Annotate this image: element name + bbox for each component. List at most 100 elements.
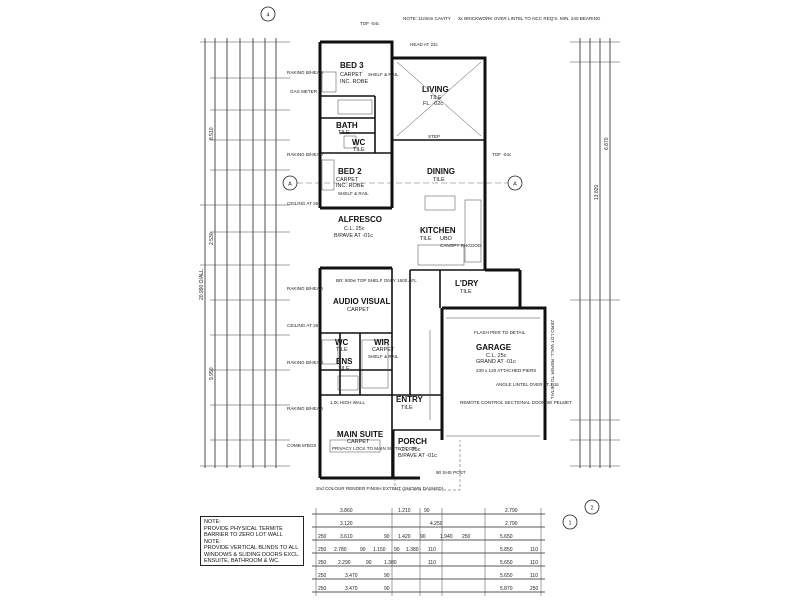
svg-text:LIVING: LIVING [422,85,449,94]
svg-text:BR: 600w TOP SHELF ONLY 1600 A: BR: 600w TOP SHELF ONLY 1600 AFL [336,278,417,283]
svg-text:250: 250 [318,534,327,540]
raking-1: RAKING B/HEAD [287,70,324,75]
note-blinds-2: WINDOWS & SLIDING DOORS EXCL. [204,551,300,558]
svg-text:2.290: 2.290 [338,560,351,566]
svg-text:SHELF & RAIL: SHELF & RAIL [368,354,399,359]
svg-text:90: 90 [384,586,390,592]
svg-text:C.L. 25c: C.L. 25c [400,447,421,453]
svg-text:BED 2: BED 2 [338,167,362,176]
svg-text:1.380: 1.380 [406,547,419,553]
svg-text:ENTRY: ENTRY [396,395,423,404]
svg-text:110: 110 [428,547,436,553]
svg-text:WC: WC [335,338,349,347]
svg-text:A: A [513,182,517,188]
svg-text:B/PAVE AT -01c: B/PAVE AT -01c [334,233,373,239]
step-label: STEP [428,134,440,139]
svg-text:3.860: 3.860 [340,508,353,514]
outer-walls [318,40,547,480]
grid-marker-2: 2 [584,499,600,515]
svg-text:ENS: ENS [336,357,353,366]
svg-text:INC. ROBE: INC. ROBE [336,183,364,189]
svg-text:WIR: WIR [374,338,390,347]
svg-text:BED 3: BED 3 [340,61,364,70]
dim-6870: 6.870 [604,137,610,150]
note-title-2: NOTE: [204,538,221,545]
room-wc-1: WC TILE [352,138,366,153]
dim-9950: 9.950 [209,367,215,380]
svg-text:110: 110 [428,560,436,566]
svg-text:1.150: 1.150 [373,547,386,553]
svg-text:2: 2 [590,506,593,512]
dim-2530: 2.530 [209,232,215,245]
svg-text:250: 250 [318,560,327,566]
svg-text:A: A [288,182,292,188]
svg-text:INC. ROBE: INC. ROBE [340,79,368,85]
svg-text:5.850: 5.850 [500,547,513,553]
svg-text:90: 90 [384,573,390,579]
note-termite-2: BARRIER TO ZERO LOT WALL [204,532,283,538]
room-bed2: BED 2 CARPET INC. ROBE SHELF & RAIL [336,167,369,196]
room-garage: FLASH PIER TO DETAIL GARAGE C.L. 25c GRA… [460,330,572,405]
svg-text:1.420: 1.420 [398,534,411,540]
svg-text:4: 4 [266,13,269,19]
svg-text:1: 1 [568,521,571,527]
svg-text:REMOTE CONTROL SECTIONAL DOOR: REMOTE CONTROL SECTIONAL DOOR W/ PELMET [460,400,572,405]
room-audio-visual: BR: 600w TOP SHELF ONLY 1600 AFL AUDIO V… [333,278,417,313]
svg-text:CARPET: CARPET [336,177,359,183]
note-blinds-3: ENSUITE, BATHROOM & WC. [204,558,280,564]
svg-text:90: 90 [394,547,400,553]
ceiling-2: CEILING AT 26c [287,323,321,328]
fixtures [321,61,540,491]
svg-text:3.120: 3.120 [340,521,353,527]
svg-text:GARAGE: GARAGE [476,343,512,352]
svg-text:BATH: BATH [336,121,358,130]
room-ldry: L'DRY TILE [455,279,479,295]
svg-text:AUDIO VISUAL: AUDIO VISUAL [333,297,390,306]
raking-5: RAKING B/HEAD [287,406,324,411]
svg-text:3.610: 3.610 [340,534,353,540]
svg-text:CARPET: CARPET [372,347,395,353]
tof-right: TOF -04c [492,152,512,157]
grid-marker-4: 4 [260,6,276,22]
room-ens: ENS TILE [336,357,353,372]
room-living: LIVING TILE FL. -02c [422,85,449,107]
room-entry: ENTRY TILE [396,395,423,411]
svg-text:L'DRY: L'DRY [455,279,479,288]
svg-text:2.790: 2.790 [505,521,518,527]
note-blinds-1: PROVIDE VERTICAL BLINDS TO ALL [204,545,299,551]
room-dining: DINING TILE [427,167,455,183]
room-bed3: BED 3 CARPET INC. ROBE SHELF & RAIL [340,61,399,85]
svg-text:TILE: TILE [420,236,432,242]
svg-text:110: 110 [530,573,538,579]
svg-text:1.940: 1.940 [440,534,453,540]
svg-text:110: 110 [530,547,538,553]
section-marker-a-left: A [282,175,298,191]
svg-text:C.L. 25c: C.L. 25c [486,353,507,359]
svg-text:FL. -02c: FL. -02c [423,101,443,107]
svg-text:FLASH PIER TO DETAIL: FLASH PIER TO DETAIL [474,330,526,335]
svg-text:CANOPY RHGOOD: CANOPY RHGOOD [440,243,482,248]
svg-text:TILE: TILE [336,347,348,353]
right-dimension-strings: 13.820 6.870 [570,38,620,468]
svg-text:TILE: TILE [460,289,472,295]
svg-text:PORCH: PORCH [398,437,427,446]
svg-text:90: 90 [420,534,426,540]
room-main-suite: MAIN SUITE CARPET PRIVACY LOCK TO MAIN S… [332,430,416,451]
svg-text:250: 250 [318,573,327,579]
raking-2: RAKING B/HEAD [287,152,324,157]
svg-text:250: 250 [462,534,471,540]
comb-mbox: COMB M'BOX [287,443,316,448]
svg-text:TILE: TILE [430,95,442,101]
svg-text:GRAND AT -01c: GRAND AT -01c [476,359,516,365]
svg-text:4.250: 4.250 [430,521,443,527]
svg-text:DINING: DINING [427,167,455,176]
svg-text:90: 90 [424,508,430,514]
grid-marker-1: 1 [562,514,578,530]
svg-text:CARPET: CARPET [347,307,370,313]
gas-meter: GAS METER [290,89,318,94]
room-bath: BATH TILE [336,121,358,136]
svg-text:250: 250 [318,547,327,553]
svg-text:3.470: 3.470 [345,586,358,592]
